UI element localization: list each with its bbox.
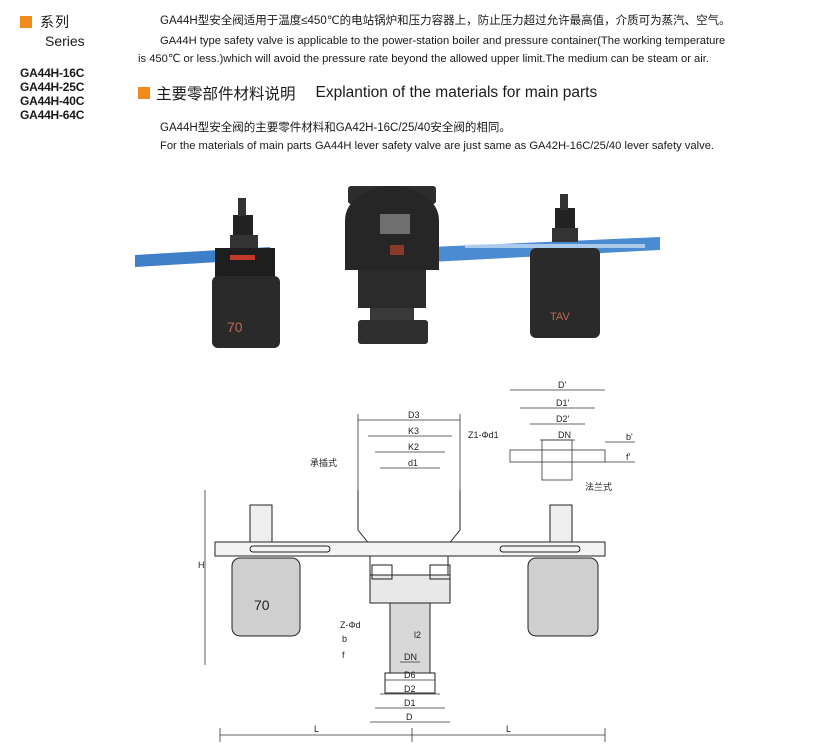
valve-body <box>345 186 439 344</box>
dim-d1-small: d1 <box>408 458 418 468</box>
intro-line-zh: GA44H型安全阀适用于温度≤450℃的电站锅炉和压力容器上，防止压力超过允许最… <box>160 15 731 27</box>
dim-d: D <box>406 712 413 722</box>
materials-heading-zh: 主要零部件材料说明 <box>156 86 296 103</box>
left-weight: 70 <box>212 198 280 348</box>
lever <box>214 541 606 557</box>
dim-d2: D2 <box>404 684 416 694</box>
model-item: GA44H-40C <box>20 94 85 108</box>
product-photo: 70 TAV <box>135 186 660 348</box>
dim-b: b <box>342 634 347 644</box>
left-weight-label: 70 <box>227 319 243 335</box>
valve-body-outline <box>357 490 461 694</box>
right-weight-label: TAV <box>550 311 570 323</box>
left-weight-outline <box>231 504 301 637</box>
dim-d1-prime: D1' <box>556 398 570 408</box>
model-list: GA44H-16C GA44H-25C GA44H-40C GA44H-64C <box>20 66 84 122</box>
dim-k2: K2 <box>408 442 419 452</box>
dim-f: f <box>342 650 345 660</box>
series-label-zh: 系列 <box>40 14 70 30</box>
right-weight: TAV <box>530 194 600 338</box>
socket-type-label: 承插式 <box>310 457 337 468</box>
series-marker-icon <box>20 16 32 28</box>
materials-line-zh: GA44H型安全阀的主要零件材料和GA42H-16C/25/40安全阀的相同。 <box>160 122 511 134</box>
dim-f-prime: f' <box>626 452 631 462</box>
series-label-en: Series <box>45 33 85 49</box>
dim-k3: K3 <box>408 426 419 436</box>
dim-dn-bottom: DN <box>404 652 417 662</box>
materials-line-en: For the materials of main parts GA44H le… <box>160 140 715 152</box>
flange-type-label: 法兰式 <box>585 481 612 492</box>
technical-drawing: D3 K3 K2 d1 承插式 D' D1' D2' DN Z1-Φd1 b' … <box>198 380 635 742</box>
right-weight-outline <box>527 504 599 637</box>
dim-l-left: L <box>314 724 319 734</box>
dim-z-phi-d: Z-Φd <box>340 620 361 630</box>
dim-h: H <box>198 560 205 570</box>
model-item: GA44H-25C <box>20 80 85 94</box>
dim-d6: D6 <box>404 670 416 680</box>
dim-l-right: L <box>506 724 511 734</box>
materials-heading-en: Explantion of the materials for main par… <box>315 84 598 101</box>
series-block: 系列 Series <box>20 12 130 49</box>
dim-b-prime: b' <box>626 432 633 442</box>
materials-marker-icon <box>138 87 150 99</box>
dim-dn-top: DN <box>558 430 571 440</box>
intro-line-en-2: is 450℃ or less.)which will avoid the pr… <box>138 53 709 65</box>
dim-d2-prime: D2' <box>556 414 570 424</box>
bottom-dimensions <box>219 661 606 742</box>
model-item: GA44H-64C <box>20 108 85 122</box>
model-item: GA44H-16C <box>20 66 85 80</box>
materials-heading: 主要零部件材料说明 Explantion of the materials fo… <box>138 82 597 104</box>
dim-d-prime: D' <box>558 380 566 390</box>
dim-l2: l2 <box>414 630 421 640</box>
dim-d1: D1 <box>404 698 416 708</box>
intro-line-en-1: GA44H type safety valve is applicable to… <box>160 35 726 47</box>
top-dimensions <box>357 414 461 490</box>
dim-z1-phi-d1: Z1-Φd1 <box>468 430 499 440</box>
flange-detail <box>509 389 635 481</box>
dim-d3: D3 <box>408 410 420 420</box>
weight-label: 70 <box>254 597 270 613</box>
